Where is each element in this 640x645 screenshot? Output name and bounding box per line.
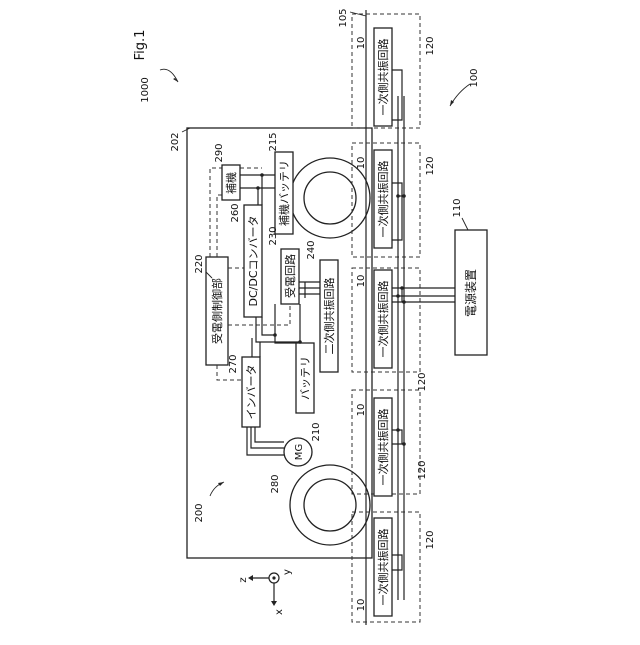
- ref-120-3: 120: [417, 372, 428, 391]
- primary-label-1: 一次側共振回路: [376, 39, 390, 116]
- secondary-label: 二次側共振回路: [322, 278, 336, 355]
- mg-label: MG: [294, 444, 305, 460]
- axes-indicator: [248, 573, 279, 606]
- inverter-label: インバータ: [245, 365, 258, 420]
- axis-x-label: x: [274, 609, 285, 615]
- axis-y-label: y: [282, 569, 293, 575]
- ref-202: 202: [170, 132, 181, 151]
- ref-220: 220: [194, 254, 205, 273]
- power-bus: [392, 96, 455, 600]
- ref-230: 230: [268, 226, 279, 245]
- primary-label-5: 一次側共振回路: [376, 529, 390, 606]
- receive-control-label: 受電側制御部: [210, 278, 224, 344]
- ref-200: 200: [194, 503, 205, 522]
- ref-110-leader: [462, 218, 468, 230]
- ref-290: 290: [214, 143, 225, 162]
- ref-280: 280: [270, 474, 281, 493]
- ref-10-1: 10: [356, 37, 367, 50]
- secondary-coil-lower: [290, 465, 370, 545]
- ref-10-3: 10: [356, 275, 367, 288]
- ref-120-1: 120: [425, 36, 436, 55]
- ref-210: 210: [311, 422, 322, 441]
- receive-circuit-label: 受電回路: [284, 254, 297, 298]
- aux-battery-label: 補機バッテリ: [277, 160, 291, 226]
- figure-title: Fig.1: [133, 30, 148, 61]
- ref-10-4: 10: [356, 404, 367, 417]
- ref-105: 105: [338, 8, 349, 27]
- ref-260: 260: [230, 203, 241, 222]
- ref-240: 240: [306, 240, 317, 259]
- ref-110: 110: [452, 198, 463, 217]
- primary-block-1: 一次側共振回路 10 120: [352, 14, 436, 128]
- ref-215: 215: [268, 132, 279, 151]
- ref-270: 270: [228, 354, 239, 373]
- primary-label-4: 一次側共振回路: [376, 409, 390, 486]
- ref-120-4: 120: [417, 460, 428, 479]
- ref-1000: 1000: [140, 77, 151, 102]
- aux-equipment-label: 補機: [224, 172, 238, 194]
- ref-100: 100: [469, 68, 480, 87]
- primary-label-3: 一次側共振回路: [376, 281, 390, 358]
- ref-120-2: 120: [425, 156, 436, 175]
- ref-10-2: 10: [356, 157, 367, 170]
- power-supply-label: 電源装置: [464, 269, 478, 317]
- ref-10-5: 10: [356, 599, 367, 612]
- battery-label: バッテリ: [299, 356, 312, 400]
- ref-120-5: 120: [425, 530, 436, 549]
- primary-label-2: 一次側共振回路: [376, 161, 390, 238]
- axis-z-label: z: [238, 577, 249, 582]
- dcdc-label: DC/DCコンバータ: [247, 215, 260, 306]
